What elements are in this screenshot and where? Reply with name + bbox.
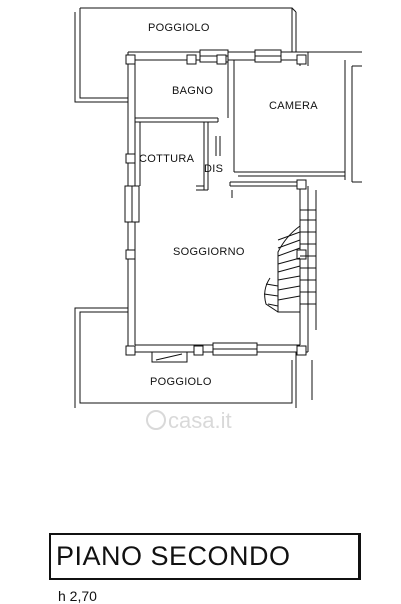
- room-label-camera: CAMERA: [269, 100, 318, 112]
- ceiling-height-note: h 2,70: [58, 588, 97, 604]
- watermark-text: casa.it: [168, 408, 232, 433]
- room-label-poggiolo-top: POGGIOLO: [148, 22, 210, 34]
- title-box: [49, 533, 361, 580]
- room-label-dis: DIS: [204, 163, 223, 175]
- pillars: [125, 54, 307, 356]
- balcony-bottom-outline: [79, 311, 293, 404]
- floor-title: PIANO SECONDO: [56, 541, 291, 571]
- floor-plan: POGGIOLO BAGNO CAMERA COTTURA DIS SOGGIO…: [74, 7, 362, 433]
- staircase: [263, 190, 317, 400]
- balcony-top-outline: [80, 7, 293, 52]
- room-label-poggiolo-bottom: POGGIOLO: [150, 376, 212, 388]
- room-label-soggiorno: SOGGIORNO: [173, 246, 245, 258]
- room-label-bagno: BAGNO: [172, 85, 213, 97]
- windows: [124, 49, 282, 363]
- room-label-cottura: COTTURA: [139, 153, 195, 165]
- watermark: casa.it: [146, 408, 232, 433]
